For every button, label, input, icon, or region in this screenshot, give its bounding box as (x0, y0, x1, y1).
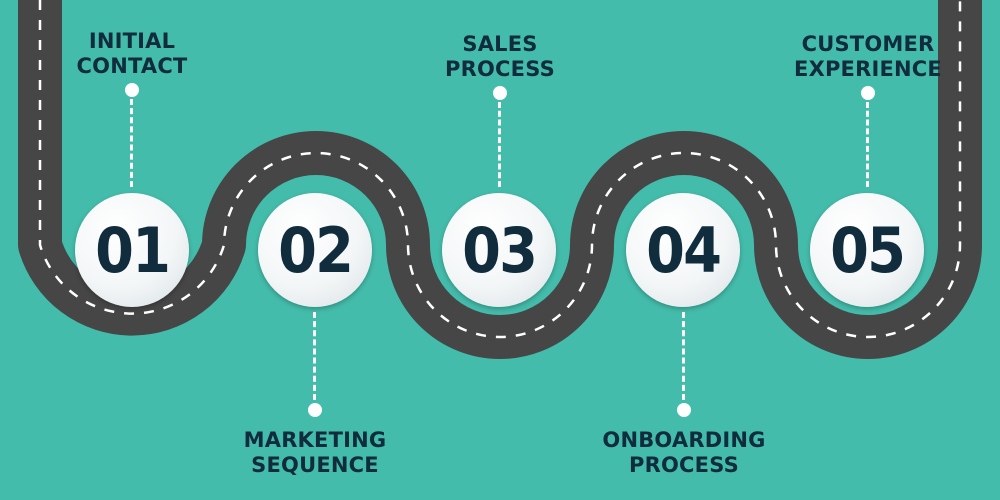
step-4-connector-line (682, 312, 685, 400)
step-4-number: 04 (645, 213, 722, 287)
step-5-badge: 05 (810, 193, 924, 307)
step-1-connector-line (130, 99, 133, 187)
step-2-connector-line (313, 312, 316, 400)
step-3-badge: 03 (442, 193, 556, 307)
road-center-dashes (38, 0, 962, 339)
step-2-badge: 02 (258, 193, 372, 307)
step-5-connector-dot (861, 86, 875, 100)
step-1-connector-dot (125, 83, 139, 97)
step-3-connector-dot (493, 86, 507, 100)
step-1-number: 01 (94, 213, 171, 287)
step-3-connector-line (498, 102, 501, 187)
step-5-connector-line (866, 102, 869, 187)
step-3-number: 03 (461, 213, 538, 287)
step-4-connector-dot (677, 403, 691, 417)
step-4-badge: 04 (626, 193, 740, 307)
step-5-number: 05 (829, 213, 906, 287)
step-2-connector-dot (308, 403, 322, 417)
step-1-badge: 01 (75, 193, 189, 307)
step-2-number: 02 (277, 213, 354, 287)
